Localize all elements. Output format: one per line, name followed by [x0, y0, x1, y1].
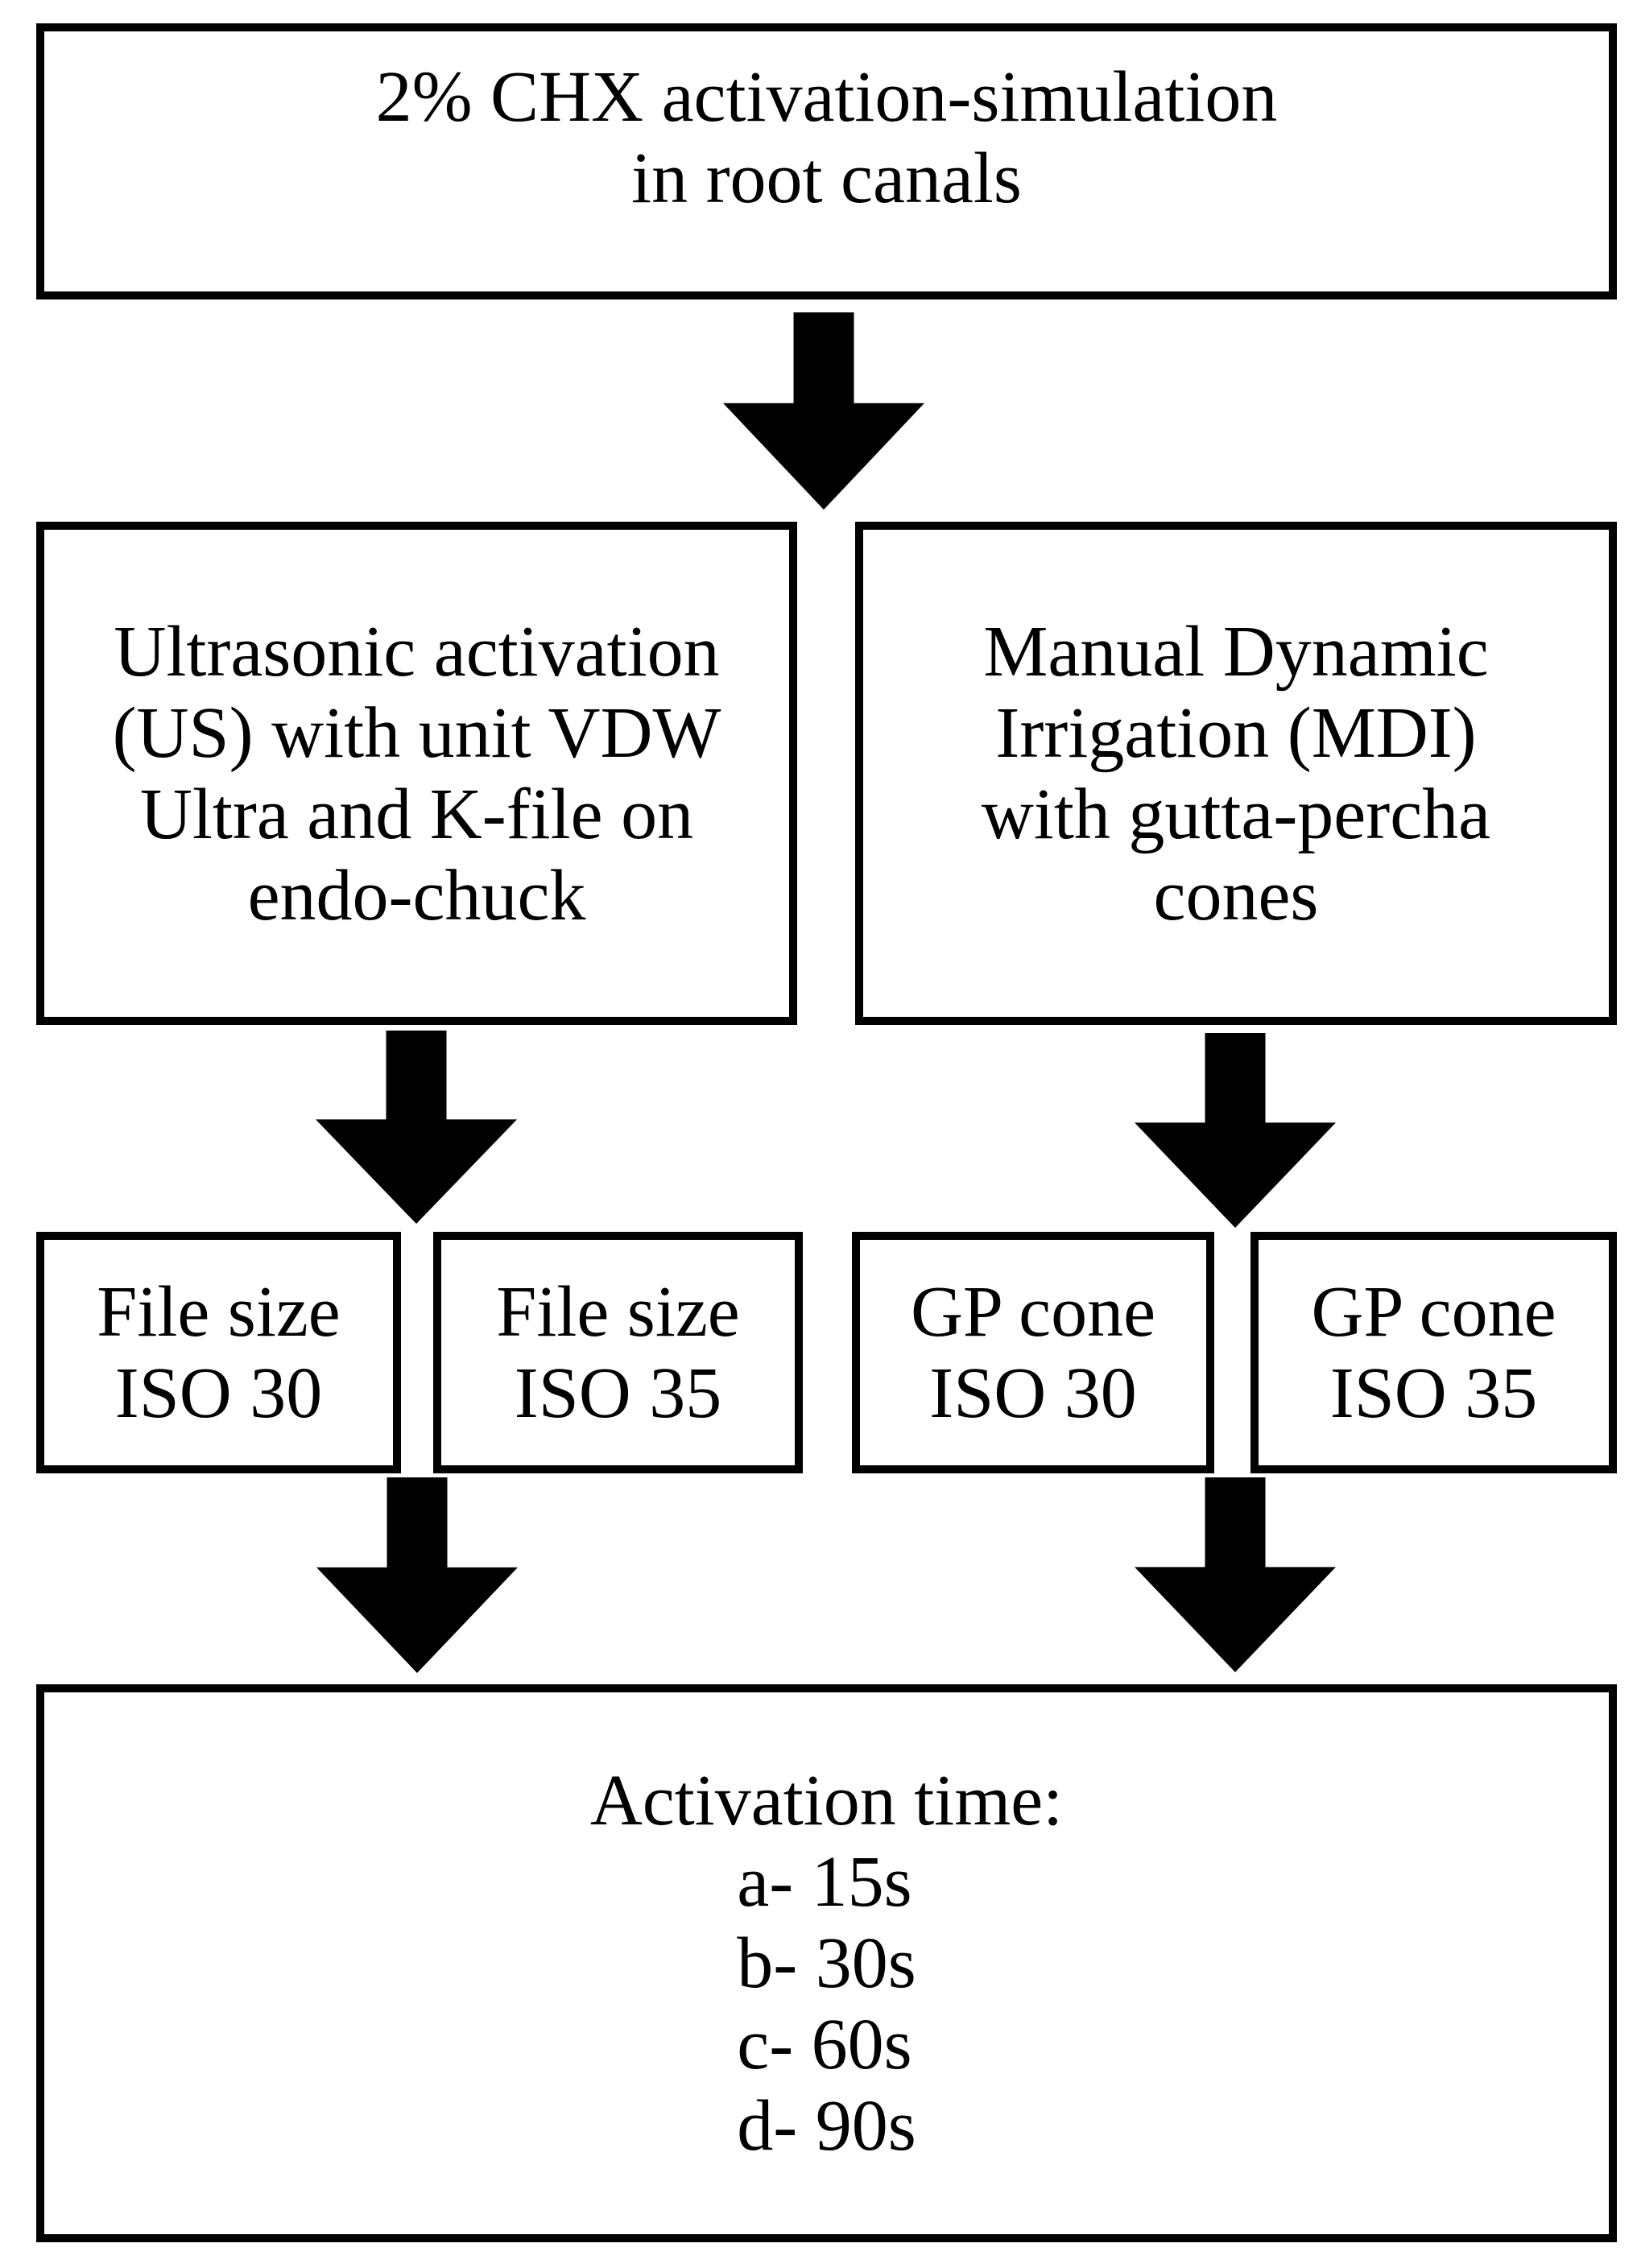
gp-cone-iso30-line: GP cone	[910, 1272, 1156, 1352]
gp-cone-iso30-box: GP cone ISO 30	[852, 1232, 1214, 1473]
mdi-branch-box: Manual Dynamic Irrigation (MDI) with gut…	[855, 522, 1617, 1025]
down-arrow-root-to-branches	[723, 312, 924, 510]
activation-time-box: Activation time: a- 15s b- 30s c- 60s d-…	[36, 1684, 1617, 2242]
mdi-branch-line: cones	[1153, 855, 1319, 936]
activation-time-list: a- 15s b- 30s c- 60s d- 90s	[737, 1841, 916, 2167]
file-size-iso35-line: ISO 35	[514, 1353, 722, 1433]
ultrasonic-branch-line: Ultrasonic activation	[114, 611, 720, 692]
file-size-iso30-line: ISO 30	[114, 1353, 323, 1433]
down-arrow-mdi-to-gp-cones	[1135, 1033, 1336, 1228]
file-size-iso35-box: File size ISO 35	[433, 1232, 803, 1473]
file-size-iso30-line: File size	[97, 1272, 341, 1352]
ultrasonic-branch-line: Ultra and K-file on	[139, 774, 694, 854]
activation-time-item: b- 30s	[737, 1923, 916, 2003]
down-arrow-file-sizes-to-time	[316, 1477, 518, 1673]
root-box-line: 2% CHX activation-simulation	[375, 56, 1278, 137]
activation-time-item: d- 90s	[737, 2086, 916, 2166]
ultrasonic-branch-line: (US) with unit VDW	[112, 692, 721, 773]
down-arrow-ultrasonic-to-file-sizes	[316, 1031, 517, 1224]
activation-time-heading: Activation time:	[589, 1761, 1064, 1840]
gp-cone-iso30-line: ISO 30	[929, 1353, 1137, 1433]
mdi-branch-line: Irrigation (MDI)	[995, 692, 1477, 773]
gp-cone-iso35-box: GP cone ISO 35	[1250, 1232, 1617, 1473]
activation-time-item: c- 60s	[737, 2005, 912, 2084]
file-size-iso35-line: File size	[496, 1272, 740, 1352]
ultrasonic-branch-box: Ultrasonic activation (US) with unit VDW…	[36, 522, 797, 1025]
ultrasonic-branch-line: endo-chuck	[247, 855, 586, 936]
down-arrow-gp-cones-to-time	[1135, 1477, 1336, 1672]
root-box-line: in root canals	[631, 138, 1022, 218]
gp-cone-iso35-line: GP cone	[1311, 1272, 1556, 1352]
mdi-branch-line: with gutta-percha	[981, 774, 1491, 854]
file-size-iso30-box: File size ISO 30	[36, 1232, 401, 1473]
activation-time-item: a- 15s	[737, 1842, 912, 1922]
gp-cone-iso35-line: ISO 35	[1329, 1353, 1538, 1433]
mdi-branch-line: Manual Dynamic	[983, 611, 1489, 692]
root-box: 2% CHX activation-simulation in root can…	[36, 23, 1617, 300]
